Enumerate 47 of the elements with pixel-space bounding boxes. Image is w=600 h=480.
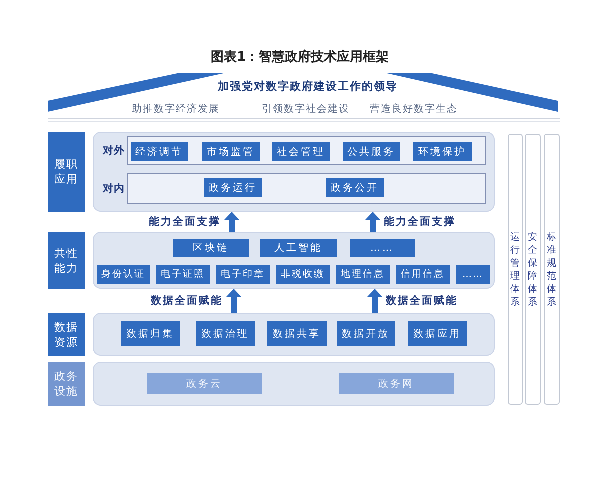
layer-panel (93, 232, 495, 289)
layer-panel (93, 362, 495, 406)
category-box: 履职应用 (48, 132, 85, 212)
slogan-text: 引领数字社会建设 (262, 102, 350, 116)
function-box: 政务云 (147, 373, 262, 394)
banner-heading: 加强党对数字政府建设工作的领导 (218, 79, 398, 94)
function-box: 电子印章 (216, 265, 270, 284)
function-box: 经济调节 (131, 142, 188, 161)
function-box: 电子证照 (156, 265, 210, 284)
function-box: 数据共享 (267, 321, 327, 346)
function-box: 市场监管 (202, 142, 260, 161)
slogan-text: 营造良好数字生态 (370, 102, 458, 116)
roof-banner (48, 72, 560, 114)
function-box: 非税收缴 (276, 265, 330, 284)
function-box: 公共服务 (343, 142, 400, 161)
row-label: 对内 (103, 182, 125, 196)
function-box: …… (350, 239, 415, 257)
system-column: 运行管理体系 (508, 134, 523, 405)
function-box: …… (456, 265, 490, 284)
function-box: 人工智能 (260, 239, 337, 257)
arrow (226, 289, 242, 313)
category-box: 数据资源 (48, 313, 85, 356)
title: 图表1：智慧政府技术应用框架 (210, 48, 390, 66)
slogan-text: 助推数字经济发展 (132, 102, 220, 116)
function-box: 地理信息 (336, 265, 390, 284)
layer-panel (93, 132, 495, 212)
function-box: 社会管理 (272, 142, 330, 161)
arrow (366, 212, 380, 232)
layer-panel (93, 313, 495, 356)
function-box: 政务网 (339, 373, 454, 394)
function-box: 数据治理 (196, 321, 255, 346)
arrow (224, 212, 240, 232)
function-box: 信用信息 (396, 265, 450, 284)
system-column: 安全保障体系 (525, 134, 541, 405)
function-box: 环境保护 (413, 142, 472, 161)
function-box: 数据应用 (408, 321, 467, 346)
arrow (368, 289, 382, 313)
function-box: 数据归集 (121, 321, 180, 346)
category-box: 共性能力 (48, 232, 85, 289)
category-box: 政务设施 (48, 362, 85, 406)
row-label: 对外 (103, 144, 125, 158)
function-box: 政务运行 (204, 178, 262, 197)
function-box: 政务公开 (326, 178, 384, 197)
function-box: 数据开放 (337, 321, 395, 346)
function-box: 身份认证 (97, 265, 150, 284)
function-box: 区块链 (173, 239, 249, 257)
system-column: 标准规范体系 (544, 134, 560, 405)
